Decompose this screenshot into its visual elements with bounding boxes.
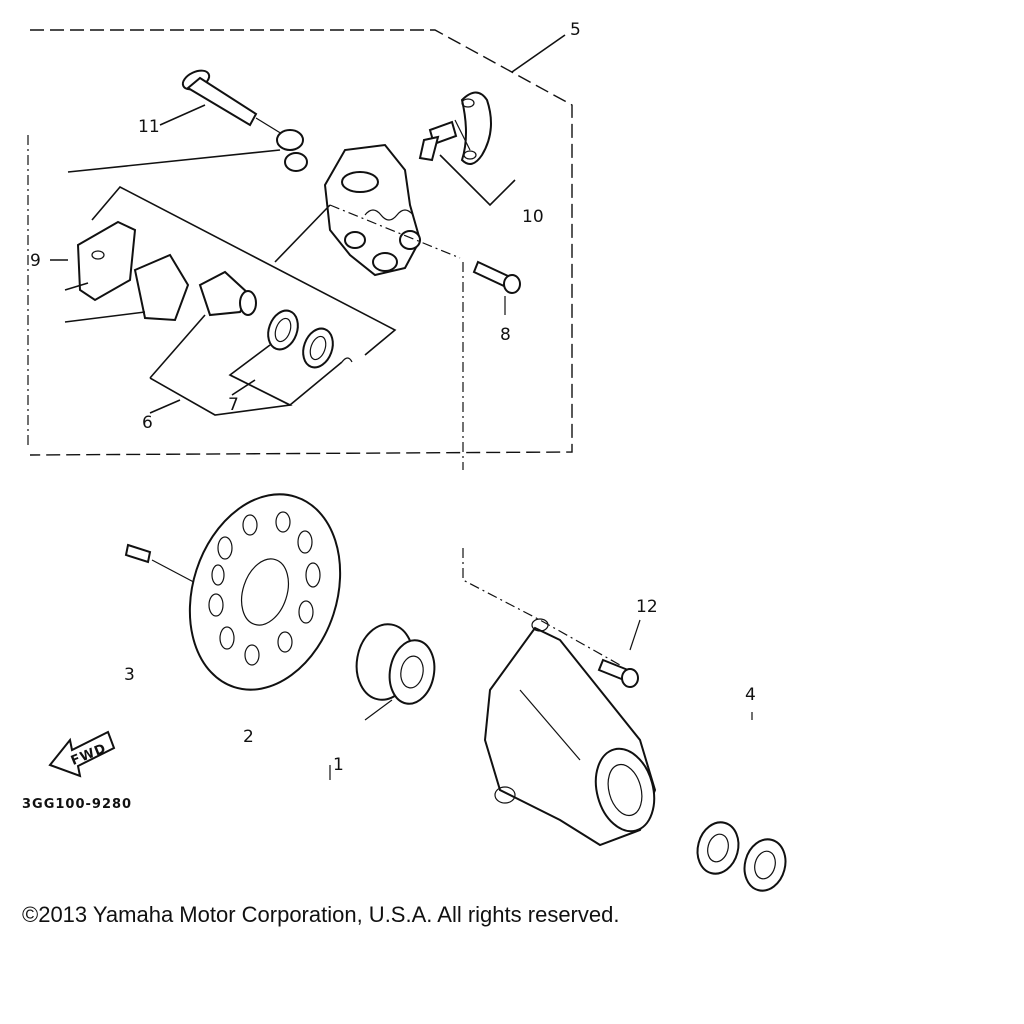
caliper-body	[323, 143, 422, 277]
caliper-assembly-boundary	[29, 29, 573, 456]
callout-3: 3	[124, 665, 135, 685]
callout-11: 11	[138, 117, 160, 137]
hub-carrier	[483, 618, 657, 847]
piston	[198, 270, 257, 317]
callout-1: 1	[333, 755, 344, 775]
callout-5: 5	[570, 20, 581, 40]
callout-9: 9	[30, 251, 41, 271]
callout-12: 12	[636, 597, 658, 617]
bracket-bolt	[418, 120, 458, 162]
callout-6: 6	[142, 413, 153, 433]
copyright-notice: ©2013 Yamaha Motor Corporation, U.S.A. A…	[22, 902, 620, 927]
forward-arrow-icon: FWD	[48, 730, 116, 778]
collars	[696, 821, 787, 892]
caliper-bolt	[472, 260, 521, 294]
callout-2: 2	[243, 727, 254, 747]
hub	[355, 623, 436, 705]
pin-bolt	[181, 69, 301, 146]
brake-disc	[188, 493, 342, 691]
boot	[276, 129, 308, 172]
piston-seals	[267, 309, 353, 369]
caliper-bracket	[460, 91, 492, 165]
axle-bolt	[597, 658, 639, 688]
callout-8: 8	[500, 325, 511, 345]
disc-screw	[124, 543, 152, 564]
callout-4: 4	[745, 685, 756, 705]
callout-10: 10	[522, 207, 544, 227]
drawing-code: 3GG100-9280	[22, 797, 132, 812]
callout-7: 7	[228, 395, 239, 415]
brake-pads	[76, 220, 190, 322]
